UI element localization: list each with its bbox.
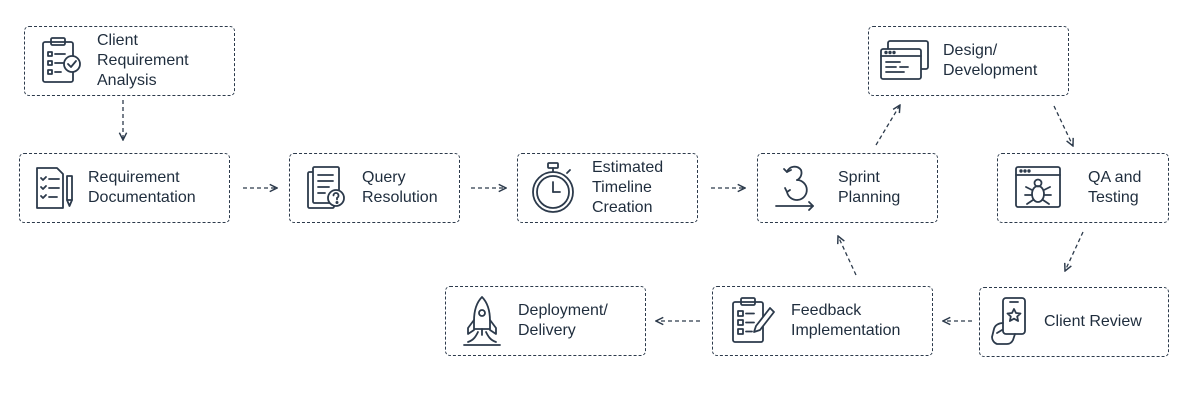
step-label: Sprint Planning bbox=[838, 169, 901, 206]
stopwatch-icon bbox=[528, 161, 578, 215]
step-query-resolution: Query Resolution bbox=[289, 153, 460, 223]
step-client-requirement-analysis: Client Requirement Analysis bbox=[24, 26, 235, 96]
step-design-development: Design/ Development bbox=[868, 26, 1069, 96]
step-label: Feedback Implementation bbox=[791, 302, 901, 339]
step-client-review: Client Review bbox=[979, 287, 1169, 357]
step-label: Client Review bbox=[1044, 313, 1142, 330]
step-label: Query Resolution bbox=[362, 169, 438, 206]
step-label: Deployment/ Delivery bbox=[518, 302, 608, 339]
rocket-icon bbox=[460, 294, 504, 348]
arrow-qa-to-review bbox=[1065, 231, 1084, 271]
arrow-sprint-to-design bbox=[875, 105, 900, 146]
clipboard-pencil-icon bbox=[729, 296, 777, 346]
sprint-cycle-icon bbox=[772, 164, 820, 212]
step-label: Estimated Timeline Creation bbox=[592, 159, 664, 216]
step-feedback-implementation: Feedback Implementation bbox=[712, 286, 933, 356]
step-label: Requirement Documentation bbox=[88, 169, 196, 206]
checklist-pen-icon bbox=[32, 164, 78, 212]
document-question-icon bbox=[304, 164, 348, 212]
arrow-design-to-qa bbox=[1053, 105, 1073, 146]
clipboard-check-icon bbox=[37, 36, 85, 86]
step-qa-and-testing: QA and Testing bbox=[997, 153, 1169, 223]
code-window-icon bbox=[877, 39, 933, 83]
step-label: QA and Testing bbox=[1088, 169, 1142, 206]
step-deployment-delivery: Deployment/ Delivery bbox=[445, 286, 646, 356]
step-requirement-documentation: Requirement Documentation bbox=[19, 153, 230, 223]
step-estimated-timeline-creation: Estimated Timeline Creation bbox=[517, 153, 698, 223]
bug-window-icon bbox=[1012, 163, 1064, 213]
step-label: Client Requirement Analysis bbox=[97, 32, 189, 89]
step-label: Design/ Development bbox=[943, 42, 1038, 79]
arrow-feedback-to-sprint bbox=[838, 236, 857, 276]
step-sprint-planning: Sprint Planning bbox=[757, 153, 938, 223]
phone-star-icon bbox=[988, 295, 1034, 349]
